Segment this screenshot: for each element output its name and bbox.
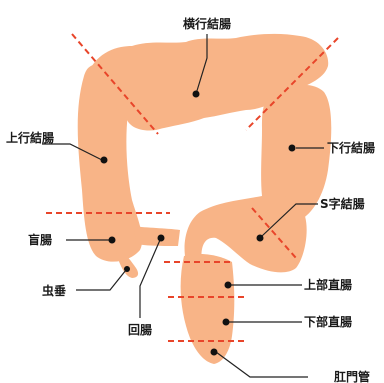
label-descending-colon: 下行結腸	[327, 140, 375, 155]
dot-cecum	[109, 237, 116, 244]
dot-descending	[289, 145, 296, 152]
dot-anal	[211, 349, 218, 356]
dot-transverse	[193, 91, 200, 98]
label-upper-rectum: 上部直腸	[304, 277, 352, 292]
dot-ileum	[158, 235, 165, 242]
leader-ileum	[140, 240, 160, 318]
label-transverse-colon: 横行結腸	[183, 16, 231, 31]
label-ascending-colon: 上行結腸	[6, 130, 54, 145]
dot-lower-rectum	[223, 319, 230, 326]
rectum-shape	[181, 254, 235, 364]
label-appendix: 虫垂	[42, 283, 66, 298]
label-anal-canal: 肛門管	[334, 369, 370, 383]
dot-ascending	[101, 157, 108, 164]
label-ileum: 回腸	[128, 323, 152, 337]
dot-sigmoid	[257, 235, 264, 242]
label-cecum: 盲腸	[28, 232, 52, 247]
label-lower-rectum: 下部直腸	[304, 314, 352, 329]
leader-appendix	[76, 270, 126, 290]
dot-upper-rectum	[225, 282, 232, 289]
label-sigmoid-colon: S字結腸	[320, 196, 365, 211]
dot-appendix	[124, 266, 130, 272]
leader-anal	[216, 352, 308, 377]
ileum-shape	[134, 226, 180, 246]
